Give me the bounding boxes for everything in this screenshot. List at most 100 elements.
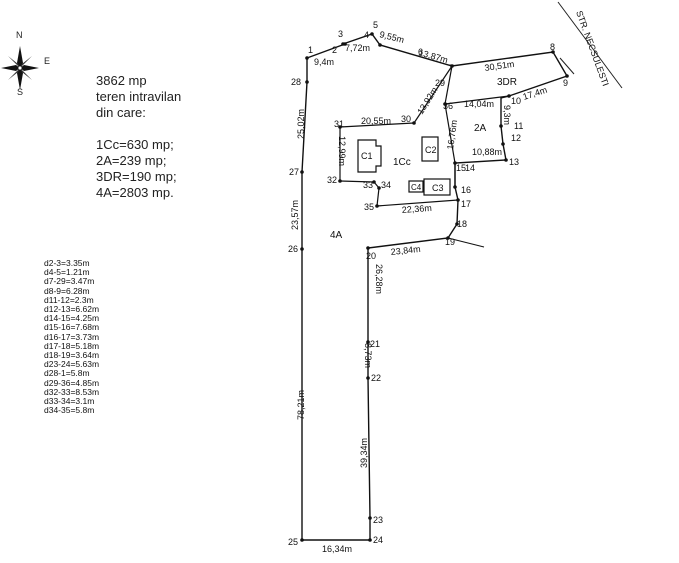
- point-label: 30: [401, 114, 411, 124]
- distance-item: d16-17=3.73m: [44, 331, 100, 342]
- length-label: 30,51m: [484, 59, 515, 73]
- point-label: 32: [327, 175, 337, 185]
- point-label: 31: [334, 119, 344, 129]
- distance-item: d23-24=5.63m: [44, 359, 100, 370]
- length-label: 9,55m: [379, 29, 406, 45]
- length-label: 20,55m: [361, 116, 391, 126]
- compass-star-icon: [1, 46, 39, 90]
- length-label: 14,04m: [464, 99, 494, 109]
- compass-east-label: E: [44, 56, 51, 66]
- street-tick: [559, 57, 575, 75]
- building-c4: [408, 180, 424, 193]
- point-label: 16: [461, 185, 471, 195]
- point-label: 35: [364, 202, 374, 212]
- boundary-35-17: [376, 199, 459, 207]
- point-label: 28: [291, 77, 301, 87]
- boundary-32-33: [339, 180, 375, 183]
- plot-plan: STR. NECSULESTI: [270, 0, 679, 563]
- boundary-34-35: [376, 187, 380, 207]
- distance-list: d2-3=3.35m d4-5=1.21m d7-29=3.47m d8-9=6…: [44, 258, 124, 416]
- distance-item: d12-13=6.62m: [44, 304, 100, 315]
- point-label: 23: [373, 515, 383, 525]
- distance-item: d4-5=1.21m: [44, 267, 90, 278]
- point-label: 36: [443, 101, 453, 111]
- area-item: 1Cc=630 mp;: [96, 137, 174, 152]
- length-label: 8,73m: [363, 343, 373, 368]
- point-label: 5: [373, 20, 378, 30]
- zone-label-3dr: 3DR: [497, 77, 517, 88]
- length-label: 39,34m: [359, 438, 369, 468]
- length-label: 25,02m: [296, 109, 306, 139]
- length-label: 16,76m: [445, 119, 459, 150]
- boundary-29-36: [444, 65, 453, 105]
- point-label: 20: [366, 251, 376, 261]
- area-summary: 3862 mp teren intravilan din care: 1Cc=6…: [96, 73, 181, 201]
- point-label: 9: [563, 78, 568, 88]
- summary-intro: din care:: [96, 105, 146, 120]
- point-label: 14: [465, 163, 475, 173]
- length-label: 9,3m: [502, 105, 512, 125]
- point-label: 17: [461, 199, 471, 209]
- length-label: 23,57m: [290, 200, 300, 230]
- distance-item: d34-35=5.8m: [44, 405, 95, 416]
- boundary-29-30: [413, 65, 453, 124]
- area-item: 4A=2803 mp.: [96, 185, 174, 200]
- point-label: 24: [373, 535, 383, 545]
- length-label: 9,4m: [314, 57, 334, 67]
- zone-label-2a: 2A: [474, 123, 487, 134]
- point-label: 1: [308, 45, 313, 55]
- zone-label-4a: 4A: [330, 230, 343, 241]
- land-type: teren intravilan: [96, 89, 182, 104]
- point-label: 18: [457, 219, 467, 229]
- point-label: 7: [449, 63, 454, 73]
- point-label: 6: [418, 47, 423, 57]
- building-c2: [421, 136, 439, 162]
- boundary-30-31: [339, 122, 415, 128]
- distance-item: d33-34=3.1m: [44, 396, 95, 407]
- distance-item: d17-18=5.18m: [44, 340, 100, 351]
- total-area: 3862 mp: [96, 73, 147, 88]
- point-label: 27: [289, 167, 299, 177]
- point-label: 2: [332, 45, 337, 55]
- point-label: 33: [363, 180, 373, 190]
- length-label: 13,87m: [417, 47, 449, 65]
- zone-label-1cc: 1Cc: [393, 157, 411, 168]
- point-label: 21: [370, 339, 380, 349]
- length-label: 10,88m: [472, 147, 502, 157]
- point-label: 25: [288, 537, 298, 547]
- point-label: 22: [371, 373, 381, 383]
- length-label: 7,72m: [345, 43, 370, 53]
- distance-item: d14-15=4.25m: [44, 313, 100, 324]
- outer-boundary: [301, 33, 569, 541]
- distance-item: d8-9=6.28m: [44, 285, 90, 296]
- point-label: 19: [445, 237, 455, 247]
- point-label: 13: [509, 157, 519, 167]
- length-label: 26,28m: [374, 264, 384, 294]
- boundary-36-10: [444, 95, 510, 105]
- compass-rose: N E S: [0, 30, 66, 102]
- length-label: 16,34m: [322, 544, 352, 554]
- building-label-c4: C4: [411, 183, 422, 192]
- distance-item: d7-29=3.47m: [44, 276, 95, 287]
- distance-item: d15-16=7.68m: [44, 322, 100, 333]
- point-label: 15: [456, 163, 466, 173]
- point-label: 29: [435, 78, 445, 88]
- street-label: STR. NECSULESTI: [574, 9, 611, 87]
- point-label: 10: [511, 96, 521, 106]
- point-label: 11: [514, 121, 523, 131]
- length-label: 12,99m: [337, 136, 347, 166]
- building-label-c1: C1: [361, 151, 373, 161]
- distance-item: d28-1=5.8m: [44, 368, 90, 379]
- length-label: 78,21m: [296, 390, 306, 420]
- distance-item: d2-3=3.35m: [44, 258, 90, 268]
- boundary-36-15: [444, 103, 456, 164]
- compass-north-label: N: [16, 30, 23, 40]
- length-label: 23,84m: [390, 244, 421, 257]
- distance-item: d29-36=4.85m: [44, 377, 100, 388]
- distance-item: d18-19=3.64m: [44, 350, 100, 361]
- length-label: 22,36m: [401, 203, 432, 215]
- plot-drawing: STR. NECSULESTI: [288, 1, 623, 554]
- boundary-19-ext: [447, 237, 485, 248]
- point-label: 34: [381, 180, 391, 190]
- building-c3: [423, 178, 451, 196]
